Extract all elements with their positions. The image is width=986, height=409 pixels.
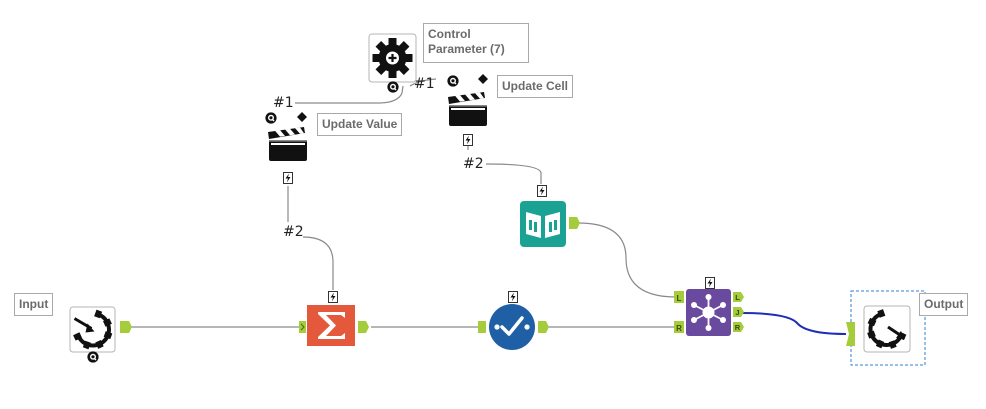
question-badge-icon bbox=[265, 112, 277, 124]
input-tool-label: Input bbox=[14, 293, 54, 316]
summarize-tool[interactable] bbox=[299, 291, 369, 347]
lightning-anchor-icon bbox=[328, 291, 338, 303]
update-value-tool[interactable] bbox=[265, 112, 307, 184]
output-tool-label: Output bbox=[919, 293, 969, 316]
input-tool[interactable] bbox=[69, 306, 132, 363]
input-anchor bbox=[478, 321, 486, 333]
control-parameter-label-line: Control bbox=[428, 27, 471, 41]
update-cell-label: Update Cell bbox=[497, 75, 574, 98]
question-badge-icon bbox=[87, 351, 99, 363]
output-anchor bbox=[538, 321, 549, 333]
join-tool[interactable]: L R L J R bbox=[674, 277, 744, 337]
update-value-label: Update Value bbox=[317, 113, 403, 136]
right-output-anchor bbox=[733, 322, 744, 332]
svg-text:J: J bbox=[735, 308, 739, 317]
svg-text:L: L bbox=[677, 294, 682, 303]
clapperboard-icon bbox=[268, 127, 307, 161]
input-anchor-diamond bbox=[478, 74, 488, 84]
connection-line bbox=[485, 163, 542, 184]
output-anchor bbox=[358, 321, 369, 333]
connection-name: #2 bbox=[463, 156, 484, 172]
macro-input-icon bbox=[73, 309, 113, 350]
lightning-anchor-icon bbox=[283, 172, 293, 184]
lightning-anchor-icon bbox=[508, 291, 518, 303]
checkmark-circle-icon bbox=[494, 316, 530, 336]
connection-name: #2 bbox=[283, 224, 304, 240]
sigma-icon bbox=[318, 312, 345, 339]
join-network-icon bbox=[691, 294, 726, 331]
text-input-tool[interactable] bbox=[520, 185, 580, 248]
update-cell-tool[interactable] bbox=[447, 74, 488, 146]
left-input-anchor bbox=[674, 291, 684, 303]
output-anchor bbox=[569, 217, 580, 229]
right-input-anchor bbox=[674, 321, 684, 333]
lightning-anchor-icon bbox=[463, 134, 473, 146]
input-anchor bbox=[846, 322, 855, 346]
connection-line bbox=[409, 78, 437, 87]
clapperboard-icon bbox=[448, 92, 487, 126]
macro-output-icon bbox=[867, 309, 907, 349]
output-tool[interactable] bbox=[846, 290, 926, 366]
connection-line bbox=[302, 236, 334, 290]
connection-line bbox=[295, 85, 404, 104]
control-parameter-label: Control Parameter (7) bbox=[423, 23, 529, 63]
svg-text:R: R bbox=[735, 323, 741, 332]
control-parameter-tool[interactable] bbox=[368, 33, 417, 93]
svg-text:L: L bbox=[735, 293, 740, 302]
input-anchor-diamond bbox=[297, 112, 307, 122]
selection-outline bbox=[850, 290, 926, 366]
connection-line bbox=[577, 222, 677, 298]
join-output-anchor bbox=[733, 307, 744, 317]
lightning-anchor-icon bbox=[537, 185, 547, 197]
test-tool[interactable] bbox=[478, 291, 549, 351]
question-badge-icon bbox=[387, 81, 399, 93]
gear-icon bbox=[372, 38, 413, 78]
output-anchor bbox=[120, 321, 132, 333]
selected-connection-line bbox=[741, 312, 847, 335]
open-book-icon bbox=[526, 212, 560, 238]
connection-name: #1 bbox=[414, 76, 435, 92]
connection-name: #1 bbox=[273, 95, 294, 111]
input-anchor bbox=[299, 321, 306, 333]
svg-text:R: R bbox=[676, 324, 682, 333]
lightning-anchor-icon bbox=[705, 277, 715, 289]
control-parameter-label-line: Parameter (7) bbox=[428, 42, 505, 56]
left-output-anchor bbox=[733, 292, 744, 302]
question-badge-icon bbox=[447, 75, 459, 87]
